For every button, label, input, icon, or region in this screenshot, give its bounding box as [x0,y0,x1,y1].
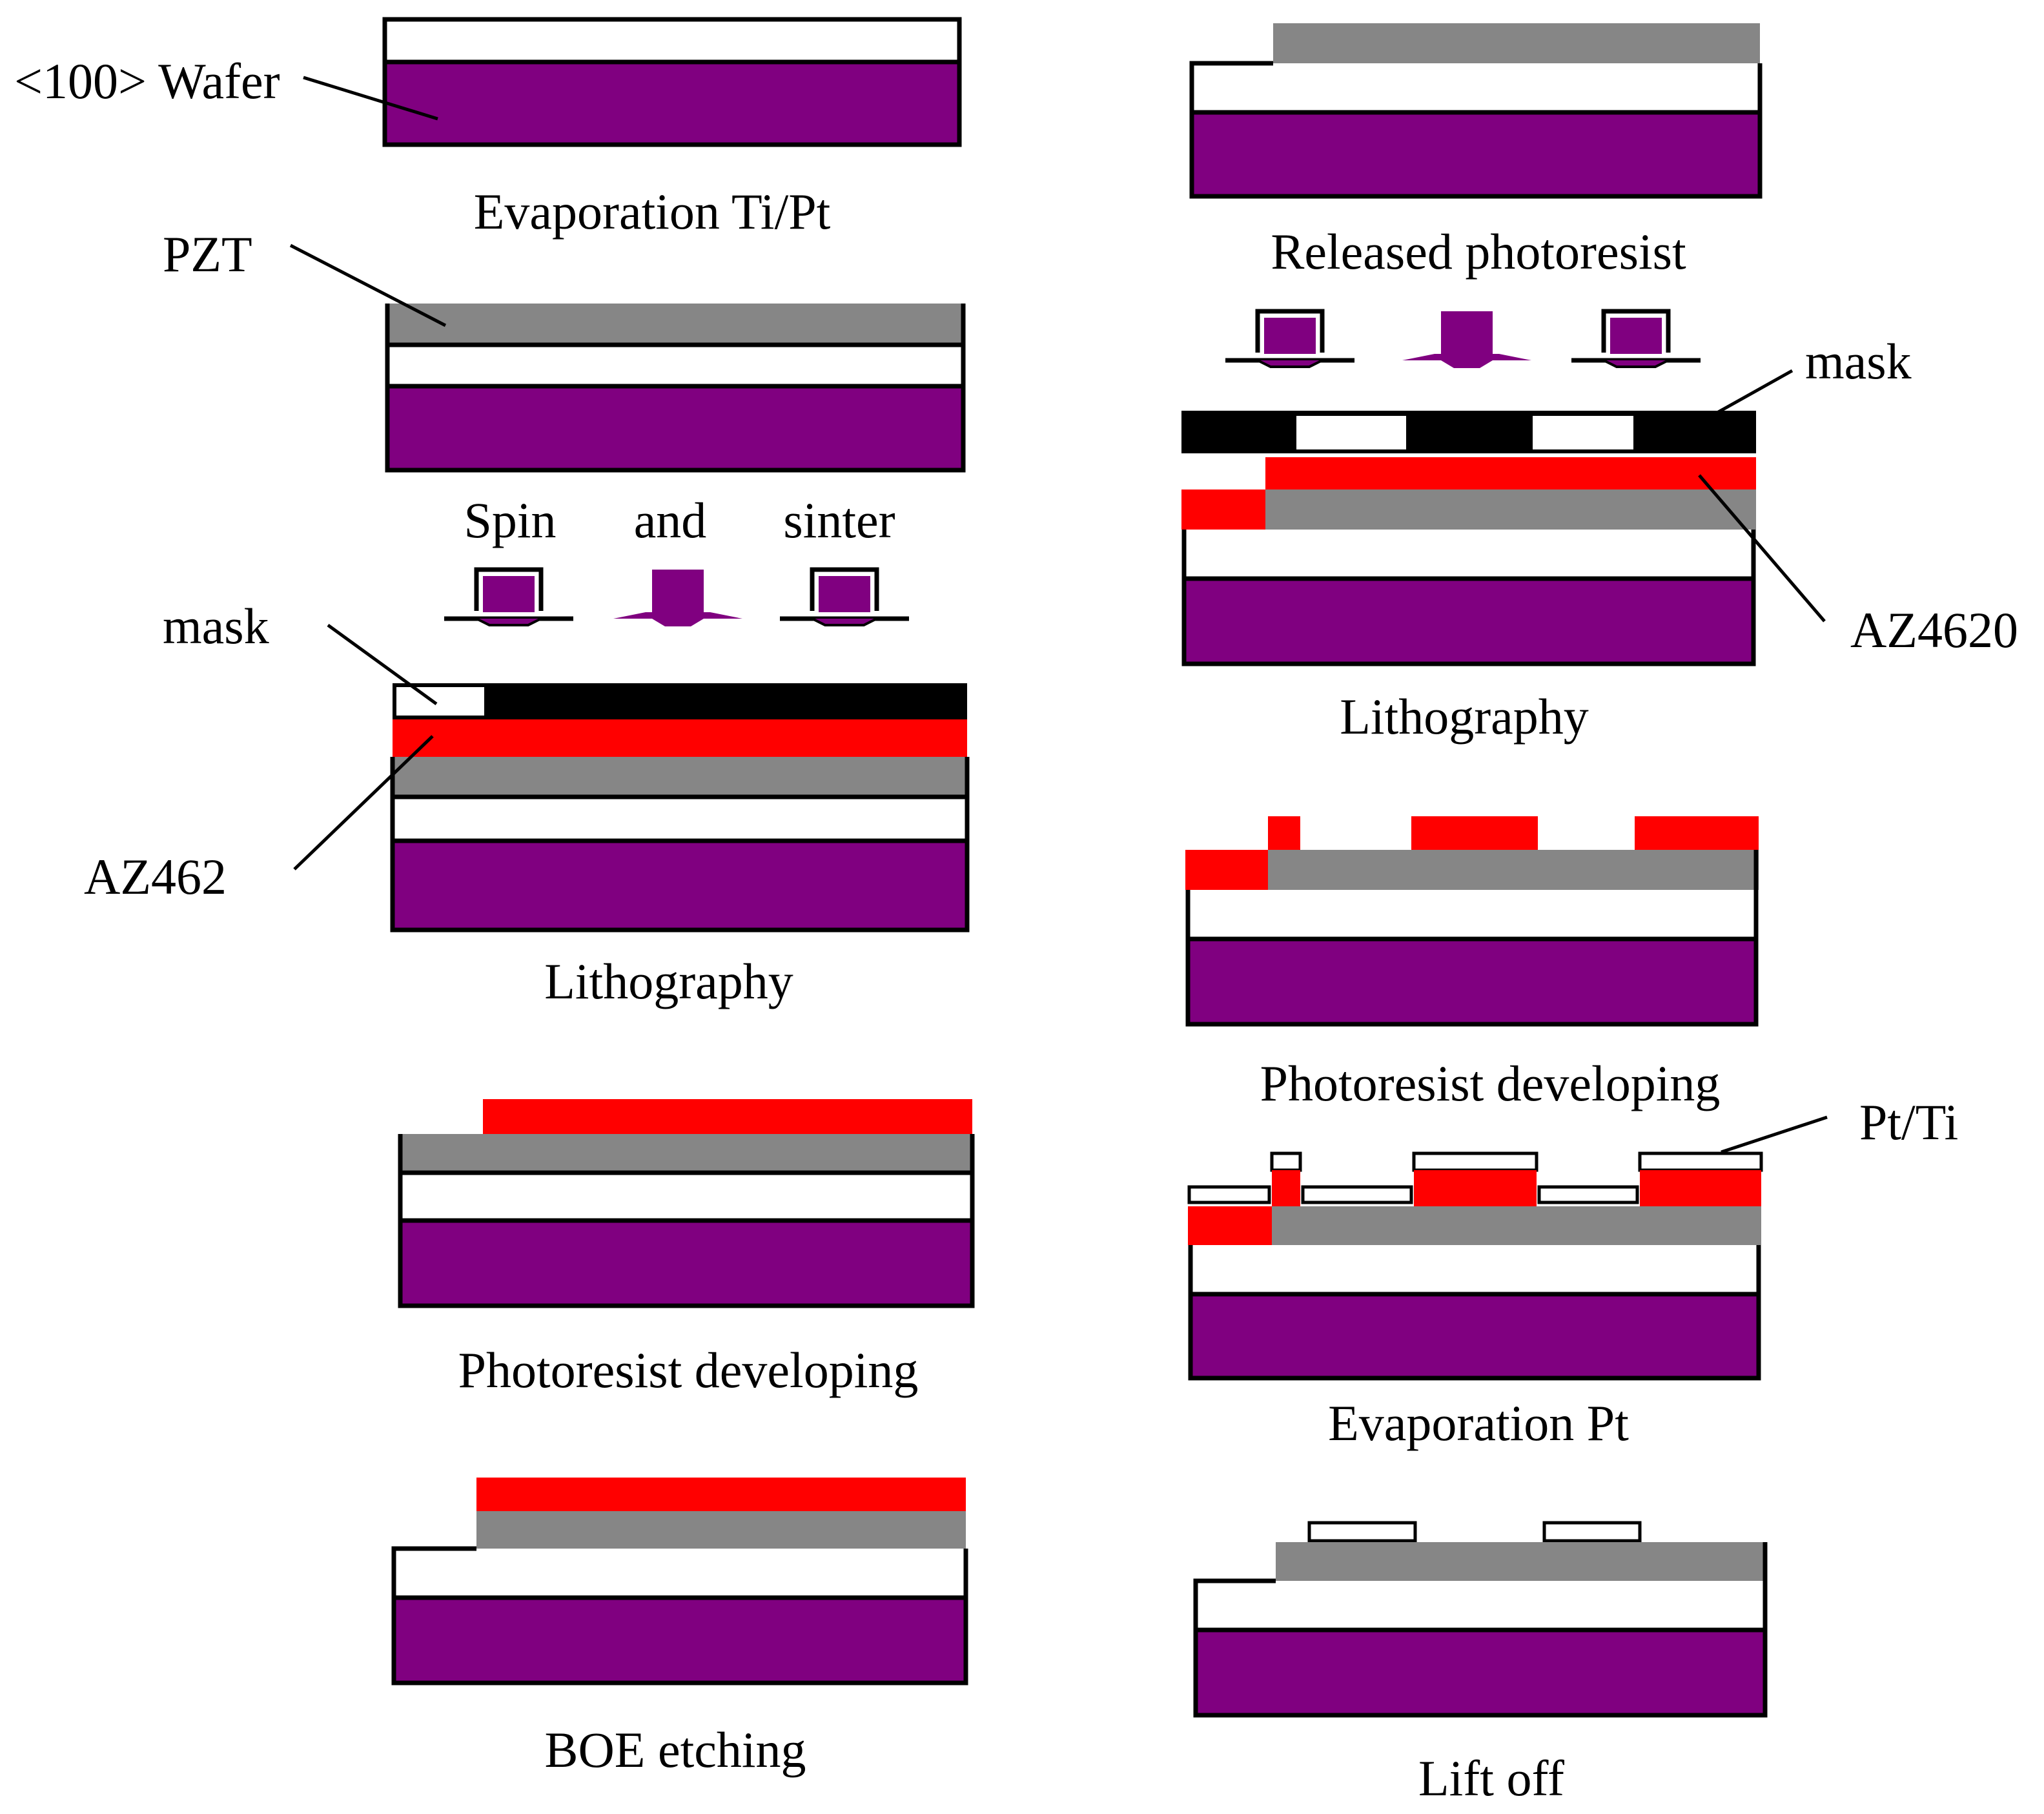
uv-lamp-icon [780,570,909,625]
photoresist-label-right: AZ4620 [1850,602,2018,658]
metal-label: Pt/Ti [1859,1094,1958,1150]
oxide-layer [1188,890,1756,939]
step10-stack [1193,1521,1768,1718]
metal-on-pzt [1537,1185,1639,1204]
mask-leader-line [1715,369,1794,415]
step-label-lithography-right: Lithography [1340,688,1589,745]
stack-outline [382,17,962,147]
step-label-evaporation-ti-pt: Evaporation Ti/Pt [474,183,831,240]
photoresist-label: AZ462 [84,849,227,905]
metal-leader-line [1721,1115,1828,1154]
uv-lamp-icon [1571,311,1701,367]
mask-opening [1296,416,1406,449]
uv-lamp-on-icon [613,570,742,626]
oxide-layer [387,345,963,386]
electrode [1542,1521,1642,1543]
step-label-lithography-left: Lithography [544,953,793,1009]
step1-stack [382,17,962,147]
step-label-photoresist-developing-right: Photoresist developing [1260,1055,1721,1111]
oxide-layer [393,797,967,841]
metal-on-resist [1412,1151,1538,1172]
step-label-released-photoresist: Released photoresist [1271,223,1686,280]
oxide-layer [1184,530,1753,579]
pzt-layer [1265,490,1756,530]
step-label-sinter: sinter [783,492,895,548]
oxide-layer [1196,1581,1765,1630]
wafer-layer [1188,939,1756,1024]
wafer-layer [1184,579,1753,664]
step-label-spin: Spin [464,492,556,548]
mask-opening [396,687,484,716]
pzt-layer [476,1511,966,1549]
mask-leader-line [327,623,438,706]
pzt-layer [393,757,967,797]
mask-layer [393,683,967,719]
photoresist-step [1185,850,1268,890]
pzt-layer [1268,850,1759,890]
step-label-lift-off: Lift off [1418,1750,1564,1806]
step-label-and: and [634,492,707,548]
wafer-label: <100> Wafer [14,53,280,109]
photoresist-block [1414,1170,1537,1206]
photoresist-leader-line [1698,474,1826,623]
mask-opening [1533,416,1633,449]
wafer-leader-line [303,76,438,121]
photoresist-layer [1265,457,1756,490]
step2-stack [385,304,966,473]
oxide-layer [385,19,959,62]
step-label-boe-etching: BOE etching [544,1722,806,1778]
pzt-layer [400,1134,972,1173]
metal-on-pzt [1301,1185,1413,1204]
photoresist-leader-line [293,735,434,871]
oxide-layer [1192,63,1760,112]
wafer-layer [400,1221,972,1306]
photoresist-block [1272,1170,1300,1206]
wafer-layer [387,386,963,470]
step4-stack [398,1099,975,1308]
step-label-evaporation-pt: Evaporation Pt [1328,1395,1629,1451]
step3-stack [390,683,970,933]
step9-stack [1187,1151,1763,1381]
step6-stack [1189,23,1763,199]
wafer-layer [385,62,959,145]
uv-lamp-icon [444,570,573,625]
oxide-layer [394,1549,966,1598]
pzt-label: PZT [163,226,252,282]
pzt-leader-line [289,243,447,327]
step8-stack [1185,816,1759,1027]
photoresist-step [1188,1206,1272,1245]
mask-label-right: mask [1805,333,1912,389]
photoresist-layer [476,1478,966,1511]
wafer-layer [394,1598,966,1683]
metal-on-resist [1270,1151,1302,1172]
photoresist-layer [483,1099,972,1134]
wafer-layer [1196,1630,1765,1715]
photoresist-block [1268,816,1300,850]
pzt-layer [1272,1206,1761,1245]
pzt-layer [387,304,963,345]
electrode [1307,1521,1417,1543]
mask-label: mask [163,598,269,654]
oxide-layer [1191,1245,1759,1294]
metal-on-pzt [1187,1185,1271,1204]
photoresist-block [1640,1170,1761,1206]
uv-lamp-on-icon [1402,311,1531,368]
step7-stack [1181,411,1756,666]
step5-stack [391,1478,968,1685]
metal-on-resist [1638,1151,1763,1172]
photoresist-block [1411,816,1538,850]
photoresist-block [1635,816,1759,850]
mask-layer [1181,411,1756,453]
step-label-photoresist-developing-left: Photoresist developing [458,1342,919,1398]
photoresist-layer [393,719,967,757]
wafer-layer [1191,1294,1759,1378]
pzt-layer [1276,1542,1765,1581]
pzt-layer [1273,23,1760,63]
photoresist-step [1181,490,1265,530]
oxide-layer [400,1173,972,1221]
wafer-layer [1192,112,1760,196]
wafer-layer [393,841,967,930]
uv-lamp-icon [1225,311,1354,367]
